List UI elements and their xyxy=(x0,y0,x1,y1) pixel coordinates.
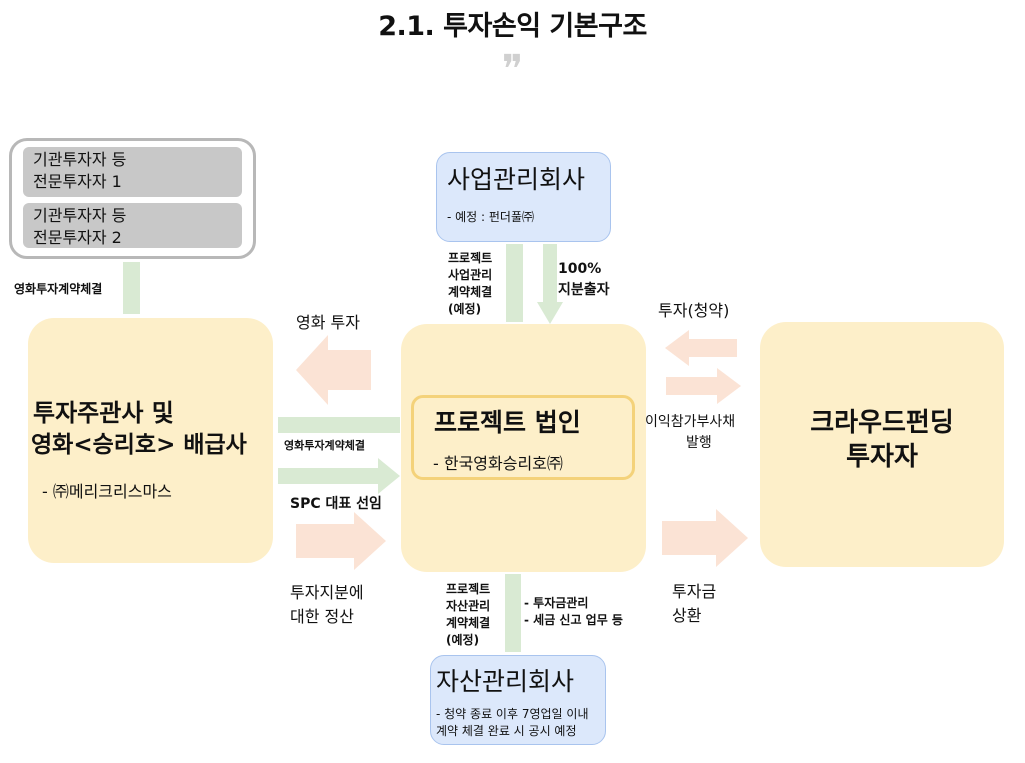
invest-subscription-label: 투자(청약) xyxy=(658,301,730,320)
project-corp-inner xyxy=(411,395,635,480)
business-manager-sub: - 예정 : 펀더풀㈜ xyxy=(447,210,535,224)
asset-contract-connector xyxy=(505,574,521,652)
asset-duty-label-2: - 세금 신고 업무 등 xyxy=(524,613,623,627)
movie-invest-arrow xyxy=(296,335,371,405)
business-contract-label-4: (예정) xyxy=(448,302,482,316)
movie-invest-label: 영화 투자 xyxy=(296,313,360,332)
crowdfunding-title-line1: 크라우드펀딩 xyxy=(810,408,954,438)
asset-manager-title: 자산관리회사 xyxy=(436,667,575,696)
repayment-label-1: 투자금 xyxy=(672,582,717,601)
institutional-connector xyxy=(123,262,140,314)
business-contract-connector xyxy=(506,244,523,322)
repayment-arrow xyxy=(662,509,748,567)
business-contract-label-3: 계약체결 xyxy=(448,285,493,299)
distributor-box xyxy=(28,318,273,563)
left-contract-arrow xyxy=(278,458,400,494)
business-contract-label-2: 사업관리 xyxy=(448,268,493,282)
bond-right-arrow xyxy=(666,368,741,404)
crowdfunding-title-line2: 투자자 xyxy=(846,442,918,472)
left-contract-label: 영화투자계약체결 xyxy=(284,439,365,452)
business-manager-title: 사업관리회사 xyxy=(447,165,586,194)
spc-label: SPC 대표 선임 xyxy=(290,496,382,512)
settlement-label-1: 투자지분에 xyxy=(290,583,364,602)
asset-contract-label-3: 계약체결 xyxy=(446,616,491,630)
project-corp-sub: - 한국영화승리호㈜ xyxy=(433,454,563,473)
asset-manager-sub-1: - 청약 종료 이후 7영업일 이내 xyxy=(436,707,589,721)
left-green-bar xyxy=(278,417,400,433)
distributor-sub: - ㈜메리크리스마스 xyxy=(42,482,172,501)
asset-contract-label-1: 프로젝트 xyxy=(446,582,491,596)
institutional-investor-2-line1: 기관투자자 등 xyxy=(33,206,127,225)
page-title: 2.1. 투자손익 기본구조 xyxy=(378,11,647,42)
institutional-investors-box: 기관투자자 등 전문투자자 1 기관투자자 등 전문투자자 2 xyxy=(9,138,256,259)
asset-manager-box xyxy=(430,655,606,745)
equity-down-arrow xyxy=(537,244,563,324)
institutional-investor-2-line2: 전문투자자 2 xyxy=(33,228,122,247)
business-contract-label-1: 프로젝트 xyxy=(448,251,493,265)
settlement-arrow xyxy=(296,512,386,570)
invest-left-arrow xyxy=(665,330,737,366)
quote-mark-icon: ❞ xyxy=(501,47,524,93)
bond-label-1: 이익참가부사채 xyxy=(645,414,736,430)
asset-contract-label-2: 자산관리 xyxy=(446,599,491,613)
equity-label-2: 지분출자 xyxy=(558,282,610,298)
distributor-title-line1: 투자주관사 및 xyxy=(33,399,174,427)
project-corp-title: 프로젝트 법인 xyxy=(434,408,581,437)
business-manager-box xyxy=(436,152,611,242)
equity-label-1: 100% xyxy=(558,261,602,277)
institutional-investor-1-line1: 기관투자자 등 xyxy=(33,150,127,169)
institutional-investor-2: 기관투자자 등 전문투자자 2 xyxy=(23,203,242,248)
distributor-title-line2: 영화<승리호> 배급사 xyxy=(31,432,247,458)
institutional-contract-label: 영화투자계약체결 xyxy=(14,282,103,296)
asset-contract-label-4: (예정) xyxy=(446,633,480,647)
project-corp-box xyxy=(401,324,646,572)
repayment-label-2: 상환 xyxy=(672,606,702,625)
bond-label-2: 발행 xyxy=(686,435,712,451)
institutional-investor-1: 기관투자자 등 전문투자자 1 xyxy=(23,147,242,197)
asset-duty-label-1: - 투자금관리 xyxy=(524,596,589,610)
institutional-investor-1-line2: 전문투자자 1 xyxy=(33,172,122,191)
asset-manager-sub-2: 계약 체결 완료 시 공시 예정 xyxy=(436,724,577,738)
crowdfunding-investor-box xyxy=(760,322,1004,567)
settlement-label-2: 대한 정산 xyxy=(290,607,354,626)
